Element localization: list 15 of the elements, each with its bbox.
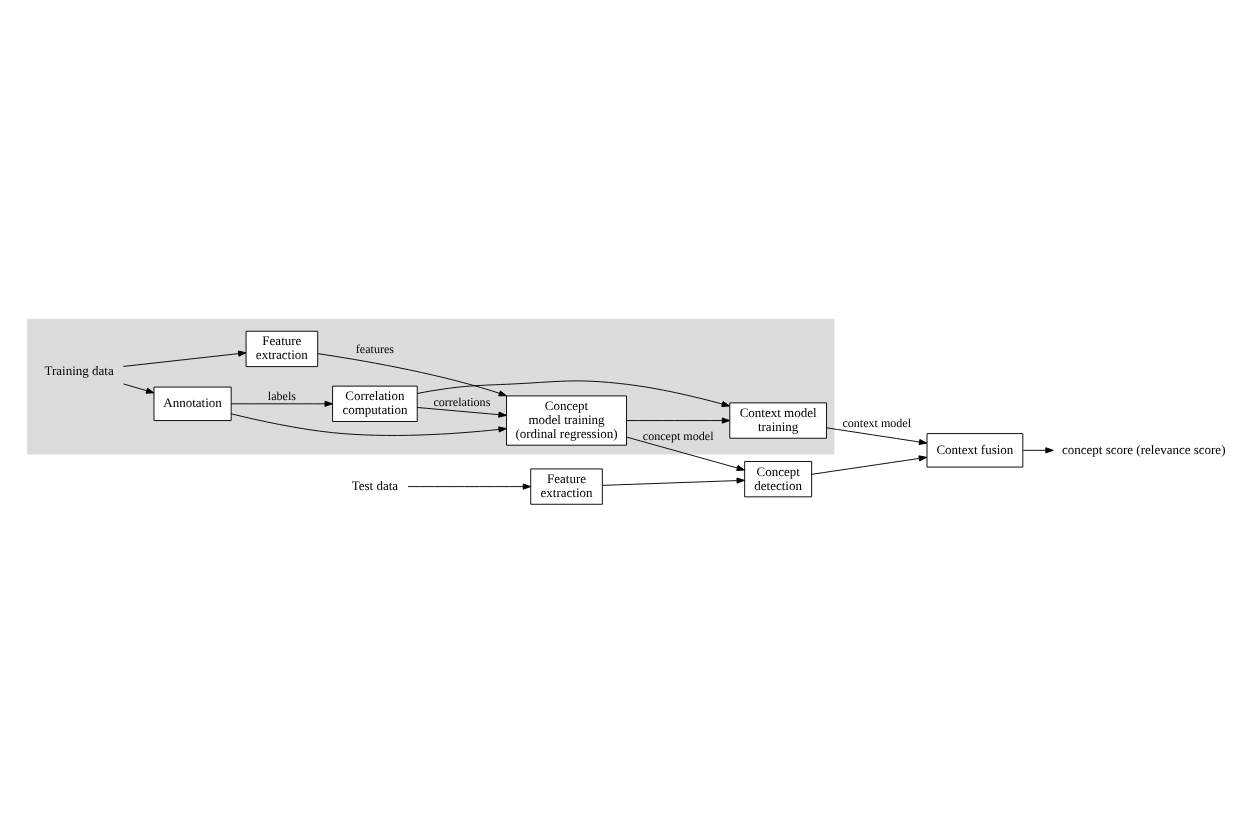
arrow [417,380,731,408]
arrow [122,350,247,367]
arrow [230,400,333,407]
arrow [826,427,928,446]
arrow [317,353,508,397]
arrow [123,383,155,394]
arrow [602,477,745,486]
arrow [811,455,928,475]
arrow [230,413,507,436]
arrow [626,417,731,424]
arrow [626,436,745,471]
arrow [1022,447,1054,454]
cluster [27,318,835,455]
arrow [407,483,532,490]
arrow [416,407,507,418]
